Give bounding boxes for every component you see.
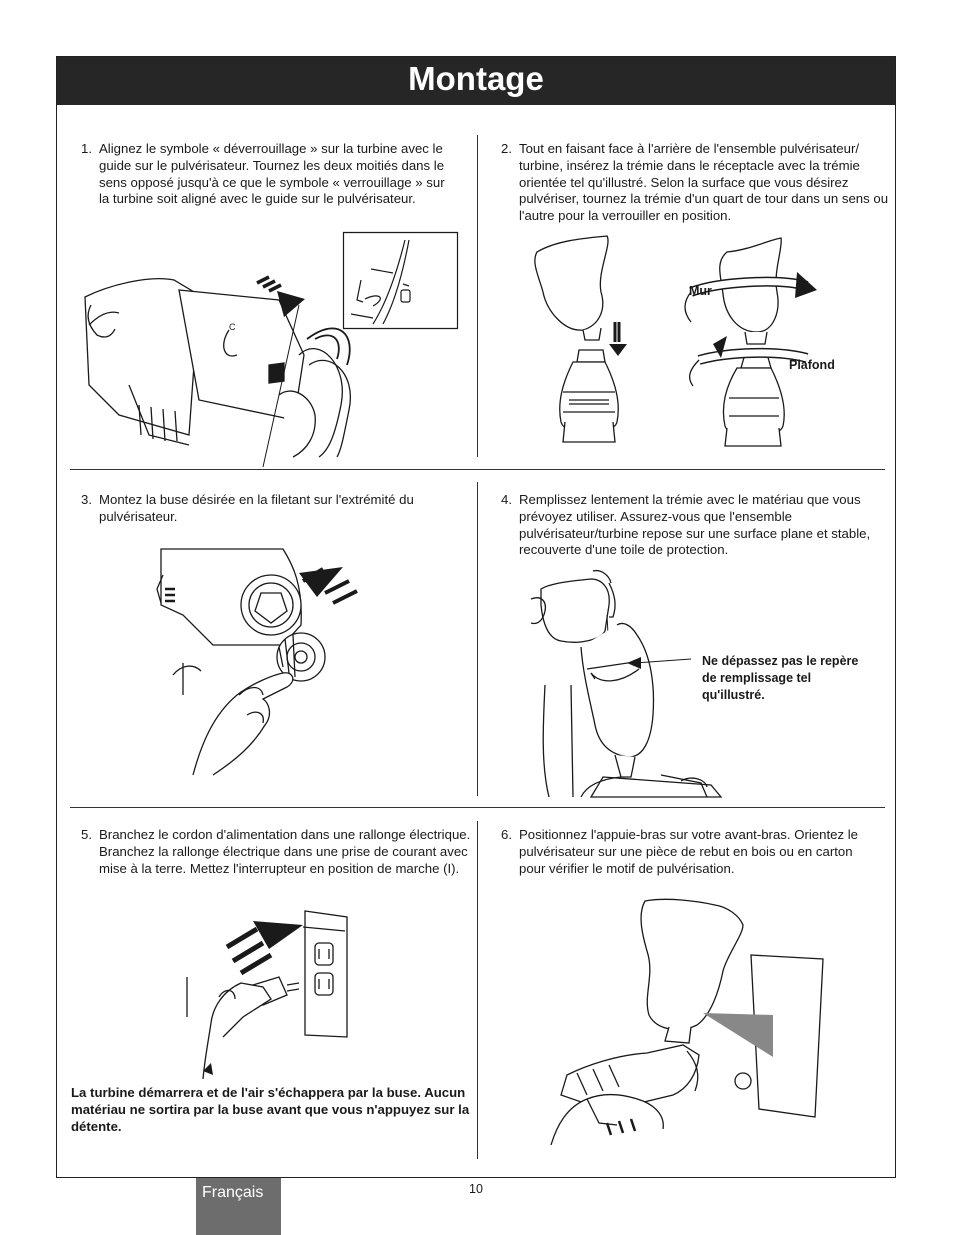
illustration-turbine-alignment: C <box>79 235 379 457</box>
row-divider-1 <box>70 469 885 470</box>
step-number: 1. <box>81 141 92 156</box>
illustration-hopper-filling <box>531 565 731 797</box>
startup-note: La turbine démarrera et de l'air s'échap… <box>71 1085 470 1134</box>
step-text: Montez la buse désirée en la filetant su… <box>99 492 414 524</box>
inset-lock-detail <box>343 232 458 329</box>
step-number: 5. <box>81 827 92 842</box>
step-number: 4. <box>501 492 512 507</box>
step-text: Tout en faisant face à l'arrière de l'en… <box>519 141 889 224</box>
svg-text:C: C <box>229 322 236 332</box>
callout-wall: Mur <box>689 284 712 298</box>
column-divider-2 <box>477 482 478 796</box>
illustration-test-spray <box>547 895 837 1145</box>
callout-ceiling: Plafond <box>789 358 835 372</box>
page-title: Montage <box>57 57 895 105</box>
step-number: 6. <box>501 827 512 842</box>
callout-fill-line: Ne dépassez pas le repère de remplissage… <box>702 654 859 702</box>
illustration-power-plug <box>183 907 353 1079</box>
row-divider-2 <box>70 807 885 808</box>
column-divider-3 <box>477 821 478 1159</box>
illustration-nozzle-mounting <box>153 545 363 775</box>
illustration-hopper-insertion <box>517 232 817 460</box>
step-text: Alignez le symbole « déverrouillage » su… <box>99 141 445 207</box>
page-frame: Montage 1. Alignez le symbole « déverrou… <box>56 56 896 1178</box>
step-text: Positionnez l'appuie-bras sur votre avan… <box>519 827 858 876</box>
page-number: 10 <box>469 1182 483 1196</box>
step-number: 2. <box>501 141 512 156</box>
language-tab: Français <box>196 1178 281 1235</box>
step-number: 3. <box>81 492 92 507</box>
step-text: Remplissez lentement la trémie avec le m… <box>519 492 871 558</box>
column-divider-1 <box>477 135 478 457</box>
step-text: Branchez le cordon d'alimentation dans u… <box>99 827 471 876</box>
